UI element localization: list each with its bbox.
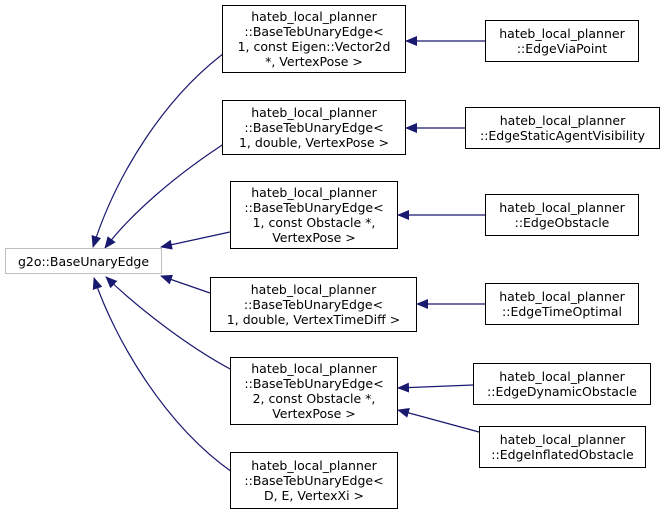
template-5-line-3: 2, const Obstacle *, (252, 391, 376, 406)
edge-template-2-to-base (104, 139, 231, 249)
leaf-5-line-2: ::EdgeDynamicObstacle (487, 384, 637, 399)
leaf-node-edge-time-optimal[interactable]: hateb_local_planner ::EdgeTimeOptimal (485, 283, 639, 325)
leaf-4-line-1: hateb_local_planner (499, 289, 625, 304)
template-1-line-3: 1, const Eigen::Vector2d (237, 39, 391, 54)
template-5-line-1: hateb_local_planner (251, 361, 377, 376)
template-node-3[interactable]: hateb_local_planner ::BaseTebUnaryEdge< … (230, 181, 398, 249)
template-5-line-2: ::BaseTebUnaryEdge< (244, 376, 384, 391)
template-3-line-1: hateb_local_planner (251, 185, 377, 200)
leaf-4-line-2: ::EdgeTimeOptimal (502, 304, 622, 319)
template-node-5[interactable]: hateb_local_planner ::BaseTebUnaryEdge< … (230, 357, 398, 425)
template-1-line-4: *, VertexPose > (265, 54, 363, 69)
leaf-node-edge-via-point[interactable]: hateb_local_planner ::EdgeViaPoint (485, 20, 639, 62)
leaf-6-line-1: hateb_local_planner (499, 432, 626, 447)
template-3-line-4: VertexPose > (272, 230, 356, 245)
leaf-node-edge-obstacle[interactable]: hateb_local_planner ::EdgeObstacle (485, 194, 639, 236)
template-node-4[interactable]: hateb_local_planner ::BaseTebUnaryEdge< … (210, 277, 417, 332)
template-node-1[interactable]: hateb_local_planner ::BaseTebUnaryEdge< … (222, 5, 406, 73)
leaf-2-line-1: hateb_local_planner (499, 113, 626, 128)
template-5-line-4: VertexPose > (272, 406, 356, 421)
leaf-2-line-2: ::EdgeStaticAgentVisibility (479, 128, 645, 143)
template-4-line-3: 1, double, VertexTimeDiff > (226, 312, 401, 327)
leaf-node-edge-inflated-obstacle[interactable]: hateb_local_planner ::EdgeInflatedObstac… (479, 426, 646, 468)
edge-template-6-to-base (92, 277, 233, 473)
leaf-node-edge-dynamic-obstacle[interactable]: hateb_local_planner ::EdgeDynamicObstacl… (473, 363, 651, 405)
base-class-label: g2o::BaseUnaryEdge (17, 253, 150, 269)
template-2-line-1: hateb_local_planner (251, 105, 377, 120)
template-2-line-3: 1, double, VertexPose > (238, 135, 390, 150)
template-1-line-1: hateb_local_planner (251, 9, 377, 24)
edge-leaf-6-to-template-5 (397, 408, 480, 433)
template-node-6[interactable]: hateb_local_planner ::BaseTebUnaryEdge< … (230, 452, 398, 509)
template-2-line-2: ::BaseTebUnaryEdge< (244, 120, 384, 135)
template-3-line-3: 1, const Obstacle *, (252, 215, 376, 230)
edge-template-1-to-base (91, 47, 232, 248)
leaf-5-line-1: hateb_local_planner (499, 369, 625, 384)
edge-template-5-to-base (105, 276, 233, 371)
template-1-line-2: ::BaseTebUnaryEdge< (244, 24, 384, 39)
leaf-1-line-1: hateb_local_planner (499, 26, 625, 41)
edge-template-3-to-base (160, 231, 231, 250)
leaf-1-line-2: ::EdgeViaPoint (516, 41, 608, 56)
template-6-line-2: ::BaseTebUnaryEdge< (244, 473, 384, 488)
template-3-line-2: ::BaseTebUnaryEdge< (244, 200, 384, 215)
template-4-line-2: ::BaseTebUnaryEdge< (243, 297, 384, 312)
edge-leaf-5-to-template-5 (397, 382, 474, 393)
leaf-3-line-2: ::EdgeObstacle (514, 215, 610, 230)
template-4-line-1: hateb_local_planner (250, 282, 377, 297)
leaf-3-line-1: hateb_local_planner (499, 200, 625, 215)
template-node-2[interactable]: hateb_local_planner ::BaseTebUnaryEdge< … (222, 100, 406, 155)
edge-template-4-to-base (160, 274, 211, 294)
base-class-node: g2o::BaseUnaryEdge (5, 248, 162, 274)
template-6-line-1: hateb_local_planner (251, 458, 377, 473)
template-6-line-3: D, E, VertexXi > (263, 488, 365, 503)
leaf-node-edge-static-agent-visibility[interactable]: hateb_local_planner ::EdgeStaticAgentVis… (465, 107, 660, 149)
leaf-6-line-2: ::EdgeInflatedObstacle (491, 447, 634, 462)
